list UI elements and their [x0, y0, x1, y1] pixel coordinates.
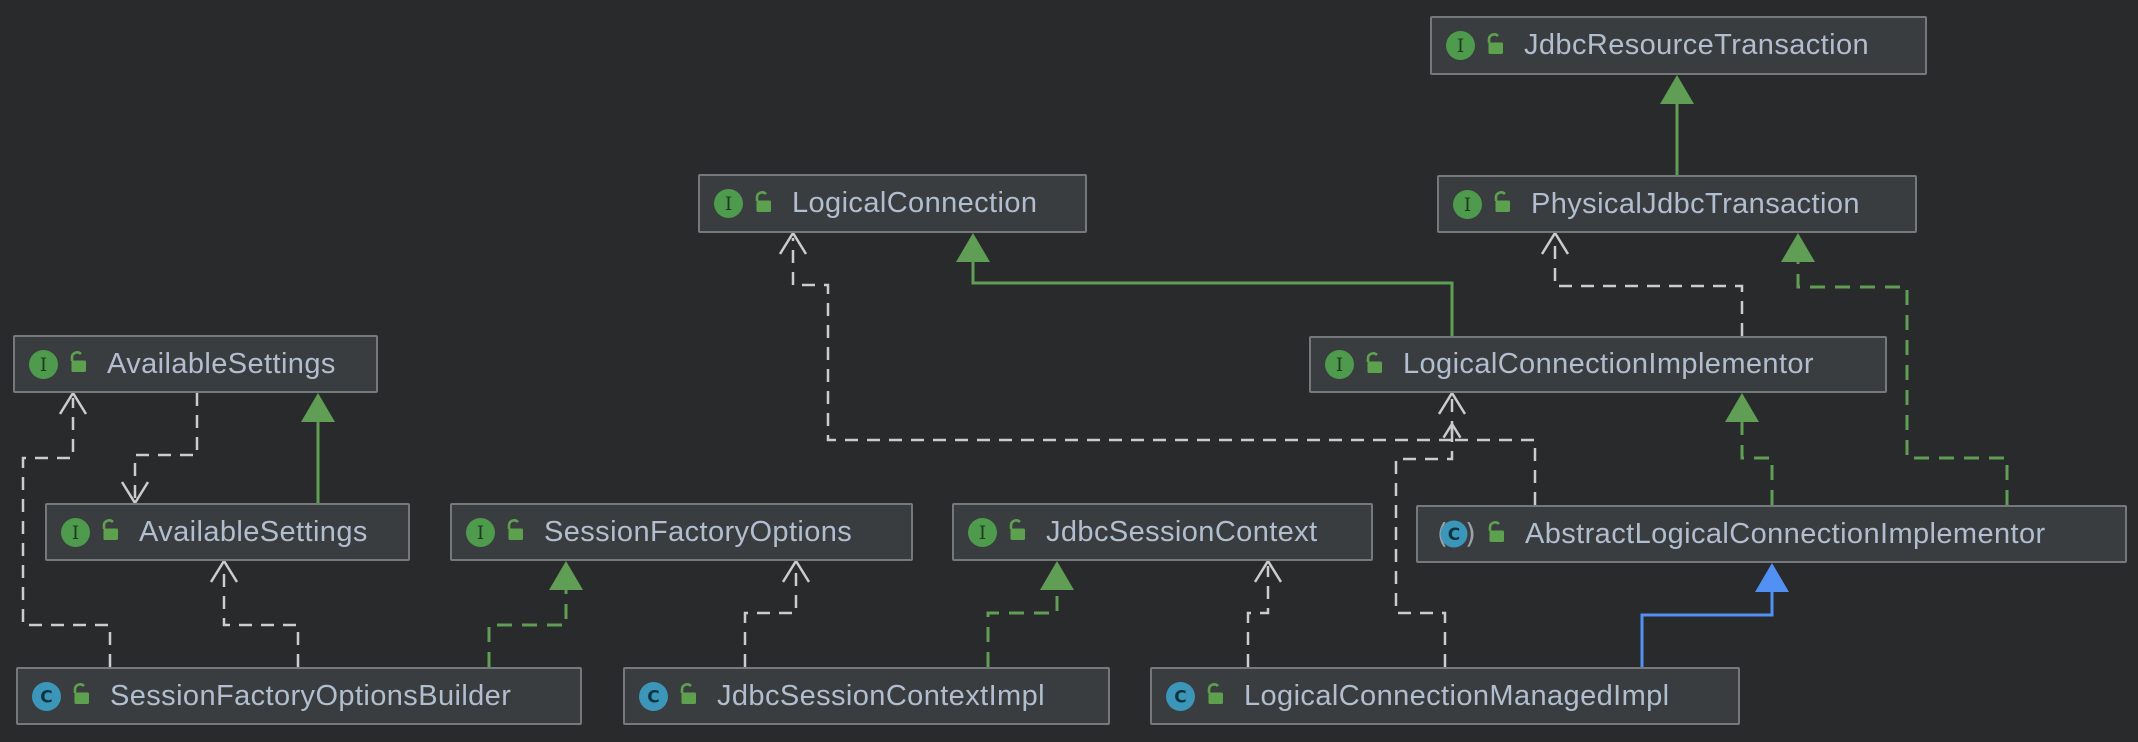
edge-availablesettings1-dep-availablesettings2 — [120, 393, 199, 506]
class-name-label: LogicalConnection — [792, 187, 1038, 219]
interface-icon: I — [1324, 349, 1355, 380]
edge-logicalconnectionmanagedimpl-extends-abstractlci — [1640, 563, 1789, 667]
class-name-label: AbstractLogicalConnectionImplementor — [1525, 517, 2046, 550]
class-name-label: SessionFactoryOptionsBuilder — [110, 679, 512, 712]
svg-text:C: C — [647, 687, 659, 707]
edge-sessionfactoryoptionsbuilder-dep-availablesettings1 — [21, 390, 112, 667]
class-icon: C — [31, 681, 62, 712]
edge-abstractlci-dep-logicalconnectionimplementor — [1437, 390, 1537, 505]
edge-availablesettings2-extends-availablesettings1 — [301, 393, 335, 503]
interface-icon: I — [713, 188, 744, 219]
svg-text:I: I — [1457, 35, 1465, 57]
class-name-label: LogicalConnectionManagedImpl — [1244, 679, 1670, 712]
class-name-label: AvailableSettings — [139, 515, 368, 548]
edge-jdbcsessioncontextimpl-implements-jdbcsessioncontext — [986, 561, 1074, 667]
interface-icon: I — [1452, 189, 1483, 220]
svg-text:I: I — [40, 354, 48, 376]
public-lock-icon — [67, 350, 89, 374]
svg-text:I: I — [1464, 194, 1472, 216]
public-lock-icon — [70, 682, 92, 706]
class-node-available-settings-top[interactable]: I AvailableSettings — [13, 335, 378, 393]
class-name-label: LogicalConnectionImplementor — [1403, 348, 1814, 380]
public-lock-icon — [1204, 682, 1226, 706]
class-name-label: SessionFactoryOptions — [544, 515, 853, 548]
public-lock-icon — [504, 518, 526, 542]
public-lock-icon — [1484, 32, 1506, 56]
class-node-session-factory-options-builder[interactable]: C SessionFactoryOptionsBuilder — [16, 667, 582, 725]
public-lock-icon — [1006, 518, 1028, 542]
edge-logicalconnectionmanagedimpl-dep-jdbcsessioncontext — [1246, 558, 1283, 667]
interface-icon: I — [1445, 30, 1476, 61]
svg-text:): ) — [1465, 517, 1476, 550]
svg-text:C: C — [1174, 687, 1186, 707]
edge-abstractlci-implements-physicaljdbctransaction — [1781, 233, 2009, 505]
svg-text:C: C — [1448, 525, 1460, 545]
class-node-session-factory-options[interactable]: I SessionFactoryOptions — [450, 503, 913, 561]
class-name-label: AvailableSettings — [107, 347, 336, 380]
edge-jdbcsessioncontextimpl-dep-sessionfactoryoptions — [743, 558, 811, 667]
class-node-jdbc-session-context-impl[interactable]: C JdbcSessionContextImpl — [623, 667, 1110, 725]
public-lock-icon — [1485, 520, 1507, 544]
abstract-class-icon: (C) — [1431, 517, 1477, 551]
edge-logicalconnectionmanagedimpl-dep-logicalconnectionimplementor — [1394, 421, 1462, 667]
edge-physicaljdbctransaction-extends-jdbcresourcetransaction — [1660, 75, 1694, 176]
interface-icon: I — [28, 349, 59, 380]
svg-text:I: I — [725, 193, 733, 215]
class-name-label: JdbcResourceTransaction — [1524, 29, 1870, 61]
class-name-label: JdbcSessionContext — [1046, 515, 1318, 548]
class-node-logical-connection-implementor[interactable]: I LogicalConnectionImplementor — [1309, 336, 1887, 393]
svg-text:I: I — [1336, 354, 1344, 376]
edge-sessionfactoryoptionsbuilder-dep-availablesettings2 — [209, 558, 300, 667]
svg-text:I: I — [979, 522, 987, 544]
public-lock-icon — [677, 682, 699, 706]
public-lock-icon — [1363, 351, 1385, 375]
svg-text:C: C — [40, 687, 52, 707]
class-name-label: PhysicalJdbcTransaction — [1531, 187, 1860, 220]
interface-icon: I — [60, 517, 91, 548]
public-lock-icon — [99, 518, 121, 542]
class-node-jdbc-resource-transaction[interactable]: I JdbcResourceTransaction — [1430, 16, 1927, 75]
edge-logicalconnectionimplementor-extends-logicalconnection — [956, 233, 1454, 336]
class-icon: C — [1165, 681, 1196, 712]
edge-sessionfactoryoptionsbuilder-implements-sessionfactoryoptions — [487, 561, 583, 667]
class-name-label: JdbcSessionContextImpl — [717, 679, 1045, 712]
public-lock-icon — [1491, 190, 1513, 214]
class-node-physical-jdbc-transaction[interactable]: I PhysicalJdbcTransaction — [1437, 175, 1917, 233]
public-lock-icon — [752, 190, 774, 214]
svg-text:I: I — [72, 522, 80, 544]
interface-icon: I — [465, 517, 496, 548]
class-node-jdbc-session-context[interactable]: I JdbcSessionContext — [952, 503, 1373, 561]
edge-logicalconnectionimplementor-dep-physicaljdbctransaction — [1540, 230, 1744, 336]
class-node-abstract-logical-connection-implementor[interactable]: (C) AbstractLogicalConnectionImplementor — [1416, 505, 2127, 563]
interface-icon: I — [967, 517, 998, 548]
svg-text:I: I — [477, 522, 485, 544]
class-node-available-settings-2[interactable]: I AvailableSettings — [45, 503, 410, 561]
edge-abstractlci-implements-logicalconnectionimplementor — [1725, 393, 1774, 505]
class-icon: C — [638, 681, 669, 712]
edge-shared-lane-dep-logicalconnection — [778, 230, 1452, 442]
class-node-logical-connection[interactable]: I LogicalConnection — [698, 174, 1087, 233]
class-node-logical-connection-managed-impl[interactable]: C LogicalConnectionManagedImpl — [1150, 667, 1740, 725]
